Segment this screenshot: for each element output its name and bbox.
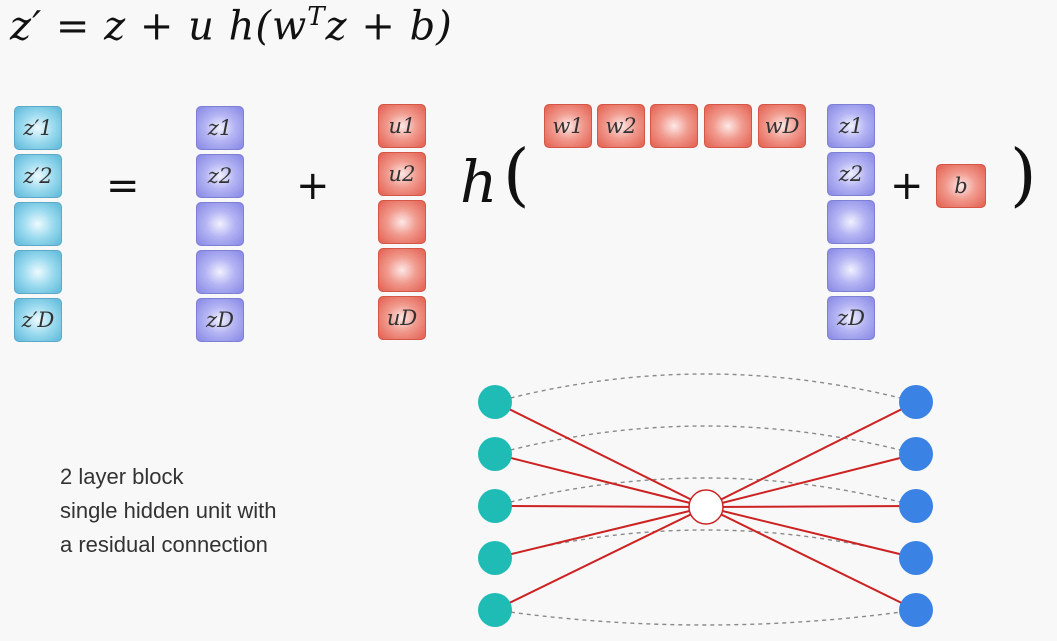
output-node (899, 593, 933, 627)
z-cell-5: zD (196, 298, 244, 342)
formula-lhs: z′ = z + u h(w (10, 3, 308, 50)
z-label-5: zD (206, 308, 234, 332)
z-right-cell-5: zD (827, 296, 875, 340)
hidden-node (688, 489, 724, 525)
close-paren: ) (1010, 136, 1037, 215)
z-right-label-5: zD (837, 306, 865, 330)
zprime-cell-2: z′2 (14, 154, 62, 198)
plus-sign-1: + (296, 163, 330, 209)
zprime-label-5: z′D (21, 308, 55, 332)
z-label-1: z1 (207, 116, 233, 140)
caption: 2 layer block single hidden unit with a … (60, 460, 276, 562)
output-node (899, 437, 933, 471)
z-cell-4 (196, 250, 244, 294)
z-cell-3 (196, 202, 244, 246)
input-hidden-edge (494, 453, 707, 508)
plus-sign-2: + (890, 163, 924, 209)
u-cell-5: uD (378, 296, 426, 340)
residual-edge (494, 477, 917, 507)
z-right-cell-3 (827, 200, 875, 244)
w-cell-5: wD (758, 104, 806, 148)
hidden-output-edge (705, 453, 917, 508)
input-hidden-edge (494, 506, 707, 611)
w-cell-1: w1 (544, 104, 592, 148)
zprime-cell-1: z′1 (14, 106, 62, 150)
z-right-cell-1: z1 (827, 104, 875, 148)
u-cell-3 (378, 200, 426, 244)
w-cell-4 (704, 104, 752, 148)
hidden-output-edge (705, 506, 917, 559)
z-right-label-2: z2 (838, 162, 864, 186)
u-label-2: u2 (388, 162, 416, 186)
input-node (478, 437, 512, 471)
w-label-2: w2 (605, 114, 637, 138)
open-paren: ( (503, 136, 530, 215)
formula-transpose: T (307, 2, 326, 32)
residual-edge (494, 529, 917, 559)
output-node (899, 489, 933, 523)
zprime-cell-4 (14, 250, 62, 294)
formula: z′ = z + u h(wTz + b) (10, 2, 453, 49)
u-cell-1: u1 (378, 104, 426, 148)
caption-line-2: single hidden unit with (60, 498, 277, 523)
b-label: b (954, 174, 968, 198)
input-hidden-edge (494, 505, 707, 508)
z-cell-1: z1 (196, 106, 244, 150)
w-cell-3 (650, 104, 698, 148)
output-nodes (899, 385, 933, 627)
hidden-output-edge (705, 505, 917, 508)
output-node (899, 541, 933, 575)
residual-edge (494, 373, 917, 403)
zprime-cell-5: z′D (14, 298, 62, 342)
b-cell: b (936, 164, 986, 208)
residual-edge (494, 609, 917, 626)
w-cell-2: w2 (597, 104, 645, 148)
equals-sign: = (106, 163, 140, 209)
input-nodes (478, 385, 512, 627)
z-cell-2: z2 (196, 154, 244, 198)
z-label-2: z2 (207, 164, 233, 188)
w-label-5: wD (764, 114, 800, 138)
residual-edge (494, 425, 917, 455)
input-node (478, 541, 512, 575)
activation-h: h (460, 148, 498, 216)
zprime-cell-3 (14, 202, 62, 246)
caption-line-3: a residual connection (60, 532, 268, 557)
u-label-1: u1 (388, 114, 416, 138)
zprime-label-1: z′1 (23, 116, 53, 140)
output-node (899, 385, 933, 419)
formula-rhs: z + b) (325, 3, 453, 50)
u-label-5: uD (386, 306, 418, 330)
input-node (478, 385, 512, 419)
u-cell-2: u2 (378, 152, 426, 196)
input-hidden-edge (494, 506, 707, 559)
input-node (478, 489, 512, 523)
caption-line-1: 2 layer block (60, 464, 184, 489)
zprime-label-2: z′2 (23, 164, 53, 188)
input-hidden-edge (494, 401, 707, 508)
u-cell-4 (378, 248, 426, 292)
z-right-cell-4 (827, 248, 875, 292)
input-node (478, 593, 512, 627)
z-right-cell-2: z2 (827, 152, 875, 196)
hidden-output-edge (705, 506, 917, 611)
hidden-output-edge (705, 401, 917, 508)
w-label-1: w1 (552, 114, 584, 138)
z-right-label-1: z1 (838, 114, 864, 138)
hidden-edges (494, 401, 917, 611)
